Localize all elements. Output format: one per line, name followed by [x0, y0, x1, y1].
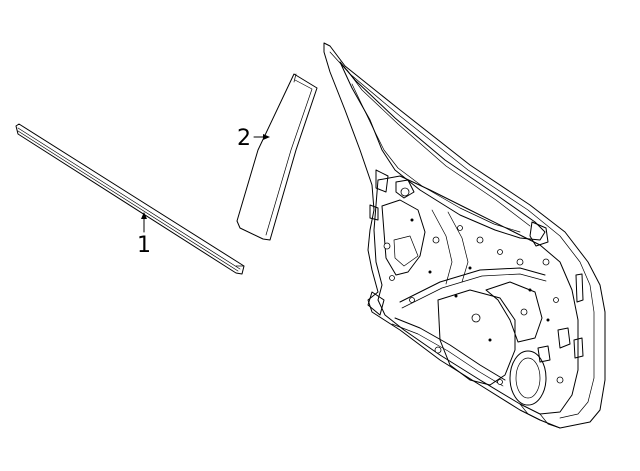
door-shell[interactable]: [323, 42, 606, 429]
callout-1-label: 1: [137, 233, 151, 258]
part-2-applique-trim[interactable]: [236, 73, 318, 241]
callout-2: 2: [237, 126, 270, 151]
part-1-belt-molding[interactable]: [15, 123, 245, 275]
callout-2-label: 2: [237, 126, 251, 151]
callout-1: 1: [137, 212, 151, 258]
